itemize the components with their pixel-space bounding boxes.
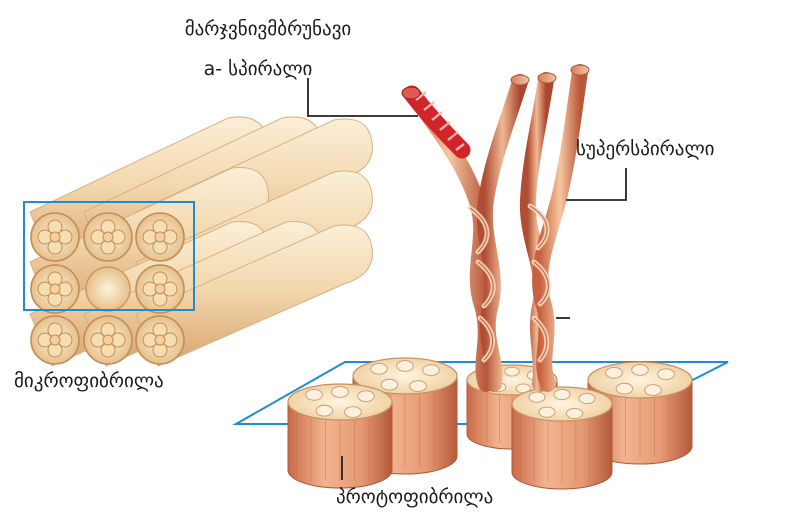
microfibril-cross-sections: [31, 213, 184, 364]
microfibril-end: [31, 213, 79, 261]
right-handed-label-line2: a- სპირალი: [204, 60, 313, 79]
protofibril-cylinder: [288, 384, 392, 488]
microfibril-end: [31, 316, 79, 364]
supercoil-label: სუპერსპირალი: [576, 140, 715, 159]
microfibril-end: [136, 213, 184, 261]
microfibril-end: [136, 265, 184, 313]
microfibril-end: [84, 316, 132, 364]
microfibril-end: [86, 267, 130, 311]
right-handed-label-line1: მარჯვნივმბრუნავი: [185, 20, 352, 39]
microfibril-rods: [30, 117, 372, 366]
supercoil-strands: [402, 65, 589, 384]
microfibril-end: [136, 316, 184, 364]
protofibril-cylinder: [512, 387, 612, 489]
microfibril-label: მიკროფიბრილა: [14, 372, 164, 391]
supercoil-leader-line: [566, 168, 626, 200]
helix-leader-line: [308, 78, 418, 116]
microfibril-end: [31, 265, 79, 313]
microfibril-end: [84, 213, 132, 261]
microfibril-bundle: [24, 117, 372, 366]
alpha-helix-segment: [402, 87, 464, 150]
protofibril-label: პროტოფიბრილა: [336, 488, 493, 507]
